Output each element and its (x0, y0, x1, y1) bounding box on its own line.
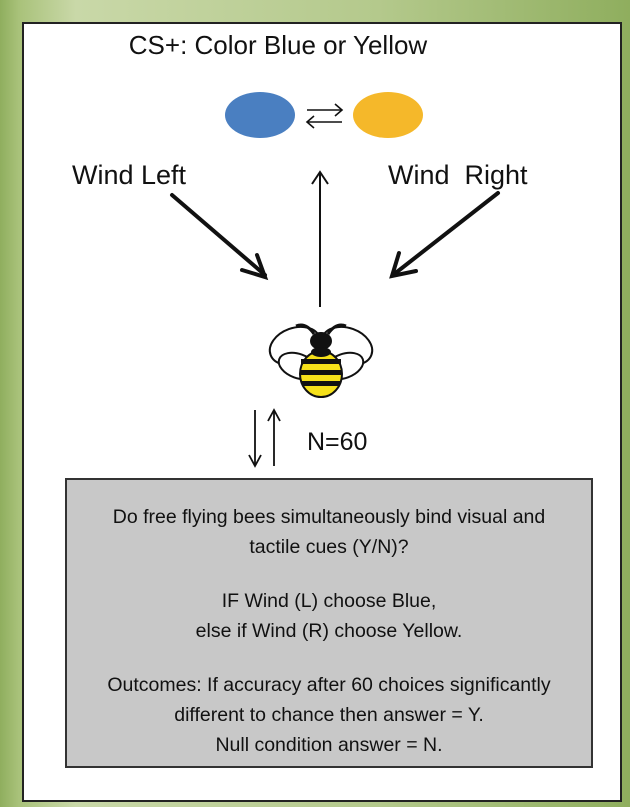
sample-size-label: N=60 (307, 428, 368, 456)
experiment-description-box: Do free flying bees simultaneously bind … (65, 478, 593, 768)
wind-right-arrow (389, 191, 500, 279)
blue-stimulus (225, 92, 295, 138)
outcome-line-2: Null condition answer = N. (215, 734, 443, 756)
choice-arrow (311, 170, 329, 307)
outcome-line-1: Outcomes: If accuracy after 60 choices s… (107, 674, 551, 726)
rule-line-2: else if Wind (R) choose Yellow. (195, 620, 463, 642)
exchange-arrows (305, 103, 344, 129)
wind-left-arrow (170, 193, 269, 281)
trial-arrows (248, 408, 281, 468)
research-question: Do free flying bees simultaneously bind … (112, 506, 546, 558)
wind-right-label: Wind Right (388, 160, 528, 190)
bee-icon (268, 323, 374, 398)
wind-left-label: Wind Left (72, 160, 187, 190)
rule-line-1: IF Wind (L) choose Blue, (221, 590, 437, 612)
yellow-stimulus (353, 92, 423, 138)
diagram-title: CS+: Color Blue or Yellow (128, 30, 428, 60)
